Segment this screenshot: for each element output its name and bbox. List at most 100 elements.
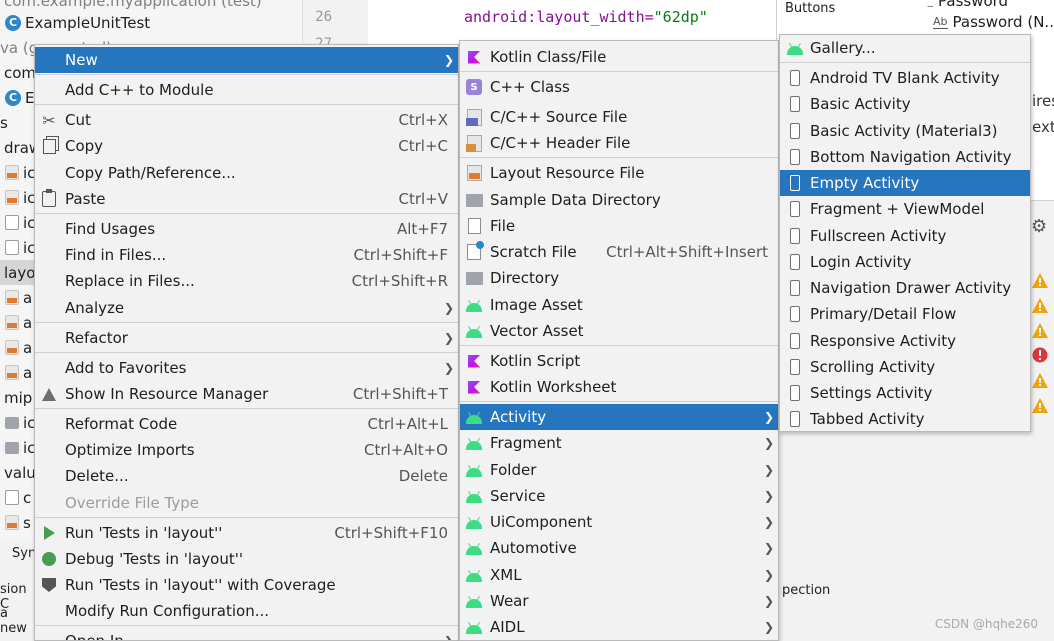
tree-row[interactable]: a bbox=[0, 310, 302, 335]
palette-item[interactable]: ̲Password bbox=[933, 0, 1008, 10]
menu-item-run-coverage[interactable]: Run 'Tests in 'layout'' with Coverage bbox=[35, 572, 458, 598]
menu-item-vector-asset[interactable]: Vector Asset bbox=[460, 318, 778, 344]
menu-item-label: Android TV Blank Activity bbox=[810, 69, 1000, 87]
menu-item-responsive[interactable]: Responsive Activity bbox=[780, 328, 1030, 354]
menu-item-fragment-viewmodel[interactable]: Fragment + ViewModel bbox=[780, 196, 1030, 222]
menu-item-uicomponent[interactable]: UiComponent❯ bbox=[460, 509, 778, 535]
menu-item-service[interactable]: Service❯ bbox=[460, 483, 778, 509]
menu-item-file[interactable]: File bbox=[460, 213, 778, 239]
warning-icon[interactable] bbox=[1032, 323, 1048, 338]
menu-item-bottom-navigation[interactable]: Bottom Navigation Activity bbox=[780, 144, 1030, 170]
menu-item-label: Settings Activity bbox=[810, 384, 933, 402]
menu-item-login[interactable]: Login Activity bbox=[780, 249, 1030, 275]
warning-icon[interactable] bbox=[1032, 373, 1048, 388]
palette-category[interactable]: Buttons bbox=[785, 1, 836, 16]
run-icon bbox=[40, 524, 58, 542]
tree-row[interactable]: s bbox=[0, 510, 302, 535]
menu-shortcut: Ctrl+V bbox=[398, 190, 448, 208]
warning-icon[interactable] bbox=[1032, 273, 1048, 288]
menu-item-automotive[interactable]: Automotive❯ bbox=[460, 535, 778, 561]
menu-item-add-cpp[interactable]: Add C++ to Module bbox=[35, 77, 458, 103]
menu-item-copy-path[interactable]: Copy Path/Reference... bbox=[35, 160, 458, 186]
tree-row[interactable]: ic bbox=[0, 235, 302, 260]
menu-item-label: Wear bbox=[490, 592, 529, 610]
menu-item-delete[interactable]: Delete...Delete bbox=[35, 463, 458, 489]
menu-item-kotlin-class[interactable]: Kotlin Class/File bbox=[460, 44, 778, 70]
menu-item-add-favorites[interactable]: Add to Favorites❯ bbox=[35, 355, 458, 381]
menu-item-find-in-files[interactable]: Find in Files...Ctrl+Shift+F bbox=[35, 242, 458, 268]
tree-row[interactable]: a bbox=[0, 285, 302, 310]
tree-row[interactable]: mip bbox=[0, 385, 302, 410]
menu-item-kotlin-script[interactable]: Kotlin Script bbox=[460, 348, 778, 374]
menu-item-image-asset[interactable]: Image Asset bbox=[460, 292, 778, 318]
tree-row[interactable]: ic bbox=[0, 160, 302, 185]
structure-tab[interactable]: Syn bbox=[12, 546, 37, 561]
menu-shortcut: Ctrl+Alt+Shift+Insert bbox=[606, 243, 768, 261]
xml-file-icon bbox=[5, 315, 19, 330]
menu-item-layout-resource[interactable]: Layout Resource File bbox=[460, 160, 778, 186]
menu-item-directory[interactable]: Directory bbox=[460, 265, 778, 291]
tree-row[interactable]: ic bbox=[0, 185, 302, 210]
menu-item-settings[interactable]: Settings Activity bbox=[780, 380, 1030, 406]
menu-item-sample-data-dir[interactable]: Sample Data Directory bbox=[460, 187, 778, 213]
menu-item-new[interactable]: New❯ bbox=[35, 47, 458, 73]
gear-icon[interactable]: ⚙ bbox=[1031, 216, 1048, 237]
inspection-tab[interactable]: pection bbox=[782, 583, 831, 598]
menu-item-cpp-source[interactable]: C/C++ Source File bbox=[460, 104, 778, 130]
menu-item-scrolling[interactable]: Scrolling Activity bbox=[780, 354, 1030, 380]
tree-row[interactable]: com bbox=[0, 60, 302, 85]
error-icon[interactable] bbox=[1032, 347, 1048, 363]
menu-item-gallery[interactable]: Gallery... bbox=[780, 35, 1030, 61]
tree-row[interactable]: a bbox=[0, 360, 302, 385]
warning-icon[interactable] bbox=[1032, 298, 1048, 313]
menu-item-android-tv-blank[interactable]: Android TV Blank Activity bbox=[780, 65, 1030, 91]
menu-item-primary-detail[interactable]: Primary/Detail Flow bbox=[780, 301, 1030, 327]
menu-item-open-in[interactable]: Open In❯ bbox=[35, 628, 458, 640]
menu-item-fragment[interactable]: Fragment❯ bbox=[460, 430, 778, 456]
menu-item-basic-material3[interactable]: Basic Activity (Material3) bbox=[780, 118, 1030, 144]
menu-item-fullscreen[interactable]: Fullscreen Activity bbox=[780, 223, 1030, 249]
menu-item-aidl[interactable]: AIDL❯ bbox=[460, 614, 778, 640]
warning-icon[interactable] bbox=[1032, 398, 1048, 413]
tree-row[interactable]: ic bbox=[0, 410, 302, 435]
menu-item-wear[interactable]: Wear❯ bbox=[460, 588, 778, 614]
tree-row[interactable]: ic bbox=[0, 210, 302, 235]
tree-row[interactable]: c bbox=[0, 485, 302, 510]
menu-item-activity[interactable]: Activity❯ bbox=[460, 404, 778, 430]
tree-row[interactable]: com.example.myapplication (test) bbox=[0, 0, 302, 13]
tree-row-label: draw bbox=[4, 138, 42, 157]
menu-item-refactor[interactable]: Refactor❯ bbox=[35, 325, 458, 351]
tree-row-label: ic bbox=[23, 213, 36, 232]
tree-row[interactable]: draw bbox=[0, 135, 302, 160]
tree-row[interactable]: ic bbox=[0, 435, 302, 460]
tree-row[interactable]: s bbox=[0, 110, 302, 135]
menu-item-cpp-header[interactable]: C/C++ Header File bbox=[460, 130, 778, 156]
menu-item-kotlin-worksheet[interactable]: Kotlin Worksheet bbox=[460, 374, 778, 400]
tree-row[interactable]: a bbox=[0, 335, 302, 360]
menu-item-navigation-drawer[interactable]: Navigation Drawer Activity bbox=[780, 275, 1030, 301]
menu-item-modify-run-config[interactable]: Modify Run Configuration... bbox=[35, 598, 458, 624]
menu-item-replace-in-files[interactable]: Replace in Files...Ctrl+Shift+R bbox=[35, 268, 458, 294]
android-icon bbox=[465, 322, 483, 340]
menu-item-empty-activity[interactable]: Empty Activity bbox=[780, 170, 1030, 196]
menu-item-tabbed[interactable]: Tabbed Activity bbox=[780, 406, 1030, 431]
menu-item-debug-tests[interactable]: Debug 'Tests in 'layout'' bbox=[35, 546, 458, 572]
menu-item-run-tests[interactable]: Run 'Tests in 'layout''Ctrl+Shift+F10 bbox=[35, 520, 458, 546]
tree-row[interactable]: valu bbox=[0, 460, 302, 485]
menu-item-analyze[interactable]: Analyze❯ bbox=[35, 295, 458, 321]
menu-item-xml[interactable]: XML❯ bbox=[460, 562, 778, 588]
menu-item-folder[interactable]: Folder❯ bbox=[460, 457, 778, 483]
menu-item-basic-activity[interactable]: Basic Activity bbox=[780, 91, 1030, 117]
